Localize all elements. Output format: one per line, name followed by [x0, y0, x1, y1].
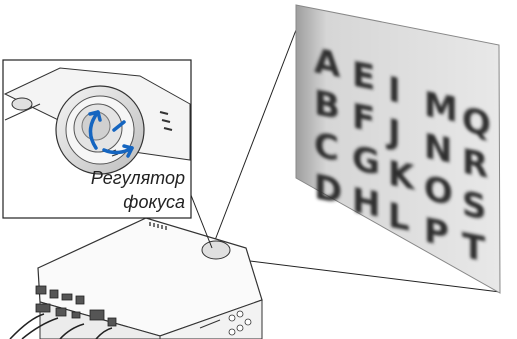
screen-letter-n: N	[424, 127, 452, 172]
focus-label-line1: Регулятор	[91, 168, 185, 188]
rotate-arrow-icon	[88, 110, 134, 158]
control-buttons	[228, 310, 252, 336]
screen-letter-f: F	[352, 97, 375, 141]
cables	[9, 313, 113, 339]
screen-letter-j: J	[386, 111, 401, 153]
screen-letter-k: K	[388, 154, 416, 199]
screen-letter-t: T	[462, 226, 486, 270]
screen-letter-o: O	[424, 169, 453, 214]
screen-letter-a: A	[314, 41, 341, 86]
screen-letter-s: S	[462, 184, 486, 228]
screen-letter-g: G	[352, 139, 380, 184]
vent-slots	[149, 222, 167, 230]
projector-body	[9, 217, 263, 339]
connector-panel	[35, 285, 117, 327]
screen-letter-r: R	[462, 142, 488, 187]
screen-letter-m: M	[424, 85, 458, 131]
screen-letter-c: C	[314, 125, 339, 169]
projector-lens	[201, 240, 231, 260]
screen-letter-p: P	[424, 211, 449, 255]
screen-letter-e: E	[352, 55, 375, 99]
projection-beam	[211, 29, 501, 293]
screen-letter-b: B	[314, 83, 340, 128]
focus-label-line2: фокуса	[123, 192, 185, 212]
screen-surface	[295, 4, 501, 294]
screen-letter-d: D	[314, 167, 342, 212]
beam-line-bottom	[225, 257, 501, 293]
beam-line-top	[211, 29, 297, 249]
screen-letter-q: Q	[462, 100, 491, 145]
projector-front	[159, 299, 263, 339]
screen-letter-h: H	[352, 181, 380, 226]
screen-letter-i: I	[388, 70, 401, 112]
focus-ring-inset: Регулятор фокуса	[2, 59, 192, 219]
screen-letter-l: L	[388, 196, 410, 240]
